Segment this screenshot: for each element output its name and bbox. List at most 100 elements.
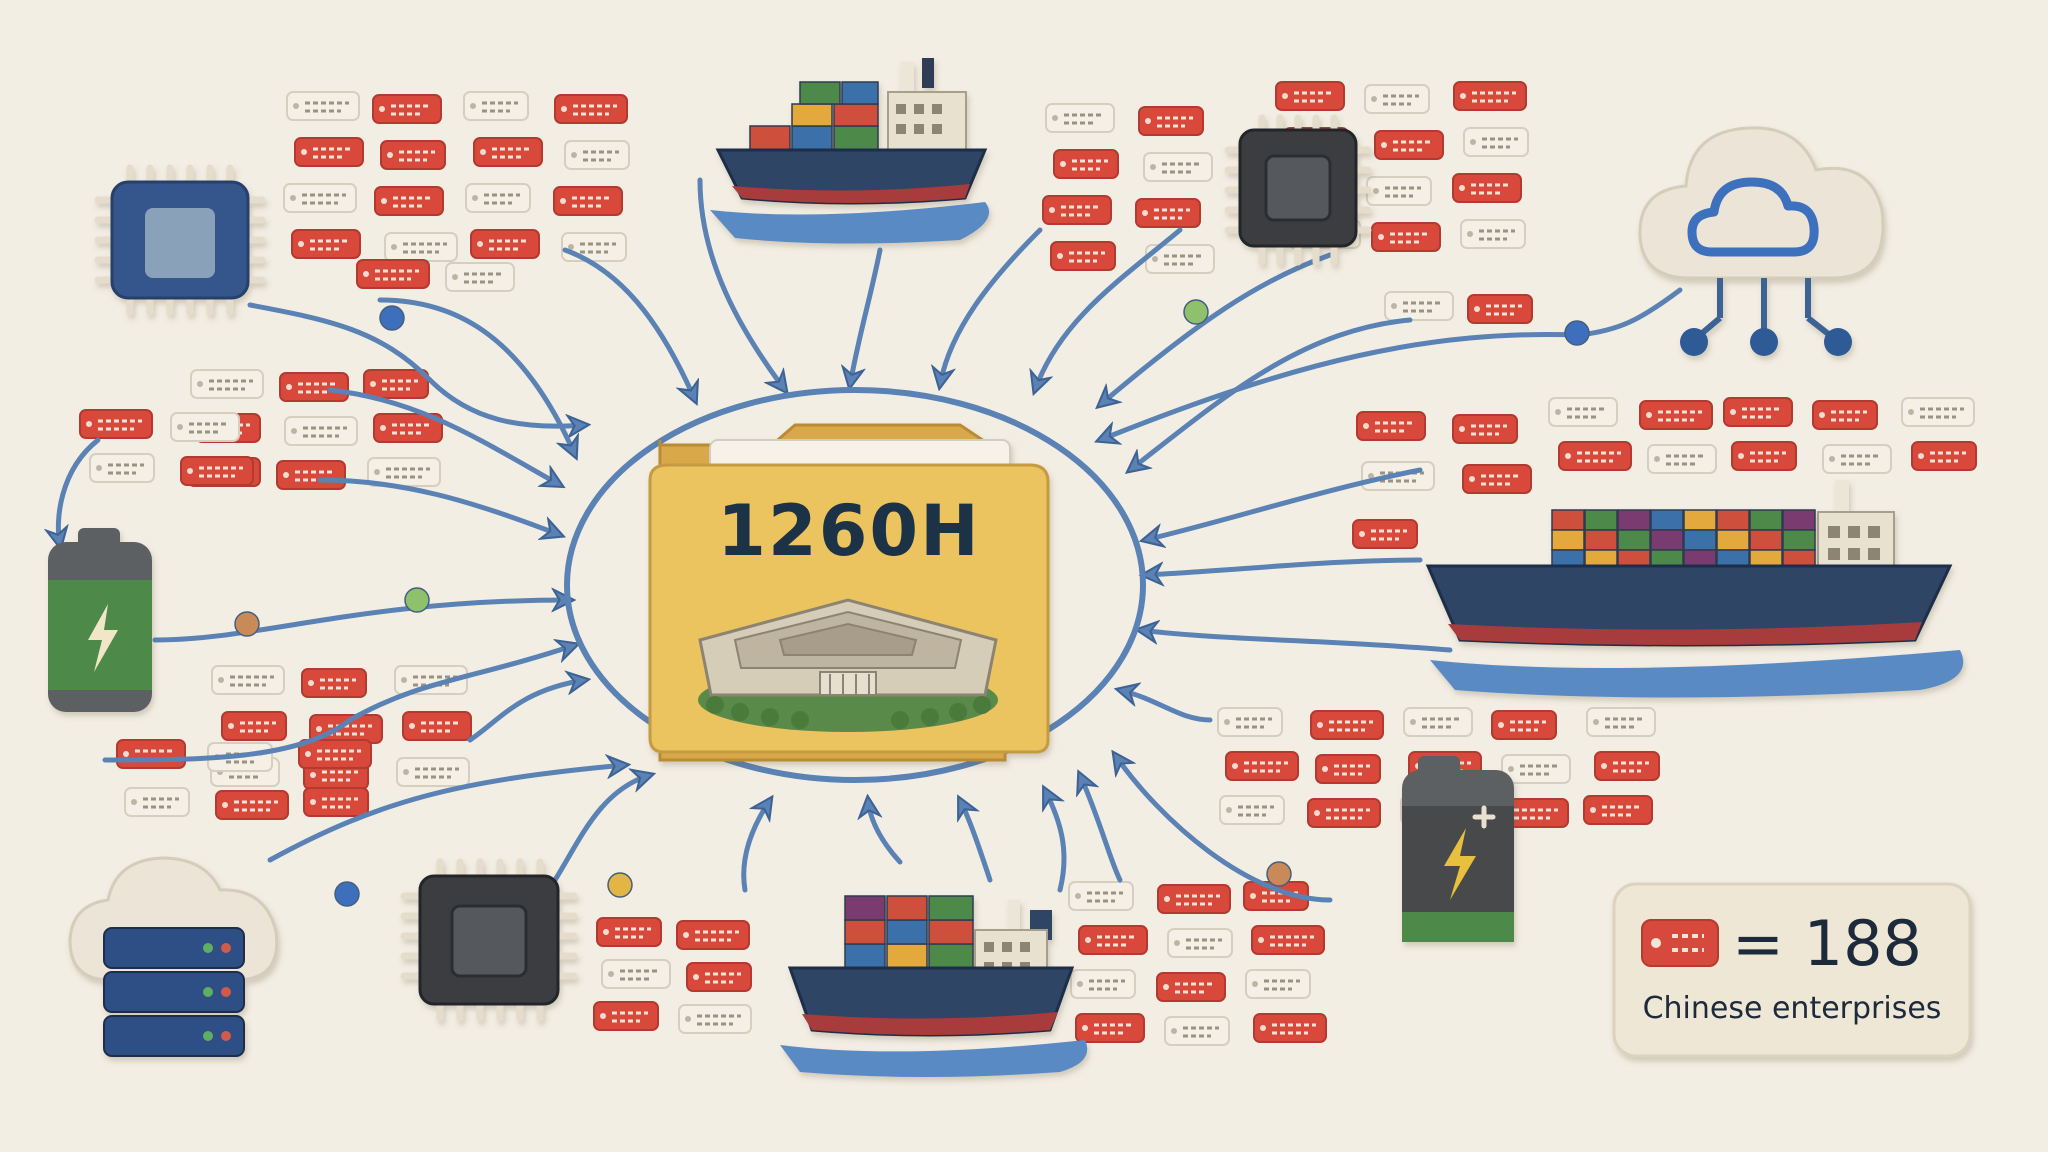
enterprise-tag (1559, 442, 1631, 470)
enterprise-tag (385, 233, 457, 261)
enterprise-tag (212, 666, 284, 694)
ship-container (1717, 510, 1749, 530)
hub-title: 1260H (717, 490, 980, 572)
container-ship-icon-right (1428, 480, 1963, 698)
enterprise-tag (677, 921, 749, 949)
enterprise-tag (1724, 398, 1792, 426)
ship-container (1618, 510, 1650, 530)
enterprise-tag (1069, 882, 1133, 910)
battery-icon-left (48, 528, 152, 712)
enterprise-tag (446, 263, 514, 291)
enterprise-tag (1311, 711, 1383, 739)
legend-box: = 188 Chinese enterprises (1614, 884, 1970, 1056)
ship-container (1585, 510, 1617, 530)
connector-line (320, 480, 560, 535)
battery-icon-right (1402, 756, 1514, 942)
enterprise-tag (594, 1002, 658, 1030)
enterprise-tag (117, 740, 185, 768)
ship-container (1783, 530, 1815, 550)
enterprise-tag (302, 669, 366, 697)
enterprise-tag (1158, 885, 1230, 913)
enterprise-tag (1502, 755, 1570, 783)
connector-line (940, 230, 1040, 385)
enterprise-tag (1226, 752, 1298, 780)
junction-dot (405, 588, 429, 612)
legend-value: = 188 (1732, 907, 1922, 980)
enterprise-tag (403, 712, 471, 740)
connector-line (868, 800, 900, 862)
enterprise-tag (1912, 442, 1976, 470)
enterprise-tag (1046, 104, 1114, 132)
enterprise-tag (171, 413, 239, 441)
enterprise-tag (373, 95, 441, 123)
enterprise-tag (1367, 177, 1431, 205)
enterprise-tag (295, 138, 363, 166)
connector-line (250, 305, 585, 426)
enterprise-tag (191, 370, 263, 398)
junction-dot (1565, 321, 1589, 345)
enterprise-tag (1054, 150, 1118, 178)
enterprise-tag (80, 410, 152, 438)
enterprise-tag (1640, 401, 1712, 429)
enterprise-tag (285, 417, 357, 445)
enterprise-tag (1823, 445, 1891, 473)
ship-container (1750, 530, 1782, 550)
enterprise-tag (474, 138, 542, 166)
enterprise-tag (1453, 415, 1517, 443)
enterprise-tag (471, 230, 539, 258)
legend-tag-icon (1642, 920, 1718, 966)
junction-dot (335, 882, 359, 906)
connector-line (330, 390, 560, 485)
connector-line (744, 800, 770, 890)
enterprise-tag (1079, 926, 1147, 954)
enterprise-tag (216, 791, 288, 819)
connector-line (555, 775, 650, 880)
enterprise-tag (357, 260, 429, 288)
ship-container (1783, 510, 1815, 530)
enterprise-tag (381, 141, 445, 169)
connector-line (1140, 630, 1450, 650)
connector-line (1100, 255, 1330, 405)
enterprise-tag (1136, 199, 1200, 227)
connector-line (470, 680, 585, 740)
enterprise-tag (1353, 520, 1417, 548)
enterprise-tag (1454, 82, 1526, 110)
folder-icon: 1260H (650, 425, 1048, 760)
enterprise-tag (562, 233, 626, 261)
enterprise-tag (1076, 1014, 1144, 1042)
connector-line (565, 250, 695, 400)
connector-line (1145, 560, 1420, 575)
chip-icon-dark-top (1228, 118, 1368, 262)
enterprise-tag (1464, 128, 1528, 156)
enterprise-tag (181, 457, 253, 485)
enterprise-tag (375, 187, 443, 215)
enterprise-tag (1453, 174, 1521, 202)
enterprise-tag (1246, 970, 1310, 998)
cloud-server-icon (70, 858, 277, 1056)
connector-line (1045, 790, 1064, 890)
enterprise-tag (597, 918, 661, 946)
enterprise-tag (1492, 711, 1556, 739)
enterprise-tag (1732, 442, 1796, 470)
enterprise-tag (287, 92, 359, 120)
enterprise-tag (1584, 796, 1652, 824)
enterprise-tag (602, 960, 670, 988)
enterprise-tag (1168, 929, 1232, 957)
enterprise-tag (565, 141, 629, 169)
enterprise-tag (466, 184, 530, 212)
ship-container (1750, 510, 1782, 530)
ship-container (1552, 530, 1584, 550)
enterprise-tag (1276, 82, 1344, 110)
enterprise-tag (364, 370, 428, 398)
enterprise-tag (1404, 708, 1472, 736)
enterprise-tag (1144, 153, 1212, 181)
junction-dot (380, 306, 404, 330)
enterprise-tag (1357, 412, 1425, 440)
enterprise-tag (1461, 220, 1525, 248)
legend-caption: Chinese enterprises (1643, 991, 1942, 1026)
ship-container (1618, 530, 1650, 550)
junction-dot (1267, 862, 1291, 886)
enterprise-tag (1902, 398, 1974, 426)
connector-line (155, 600, 570, 640)
